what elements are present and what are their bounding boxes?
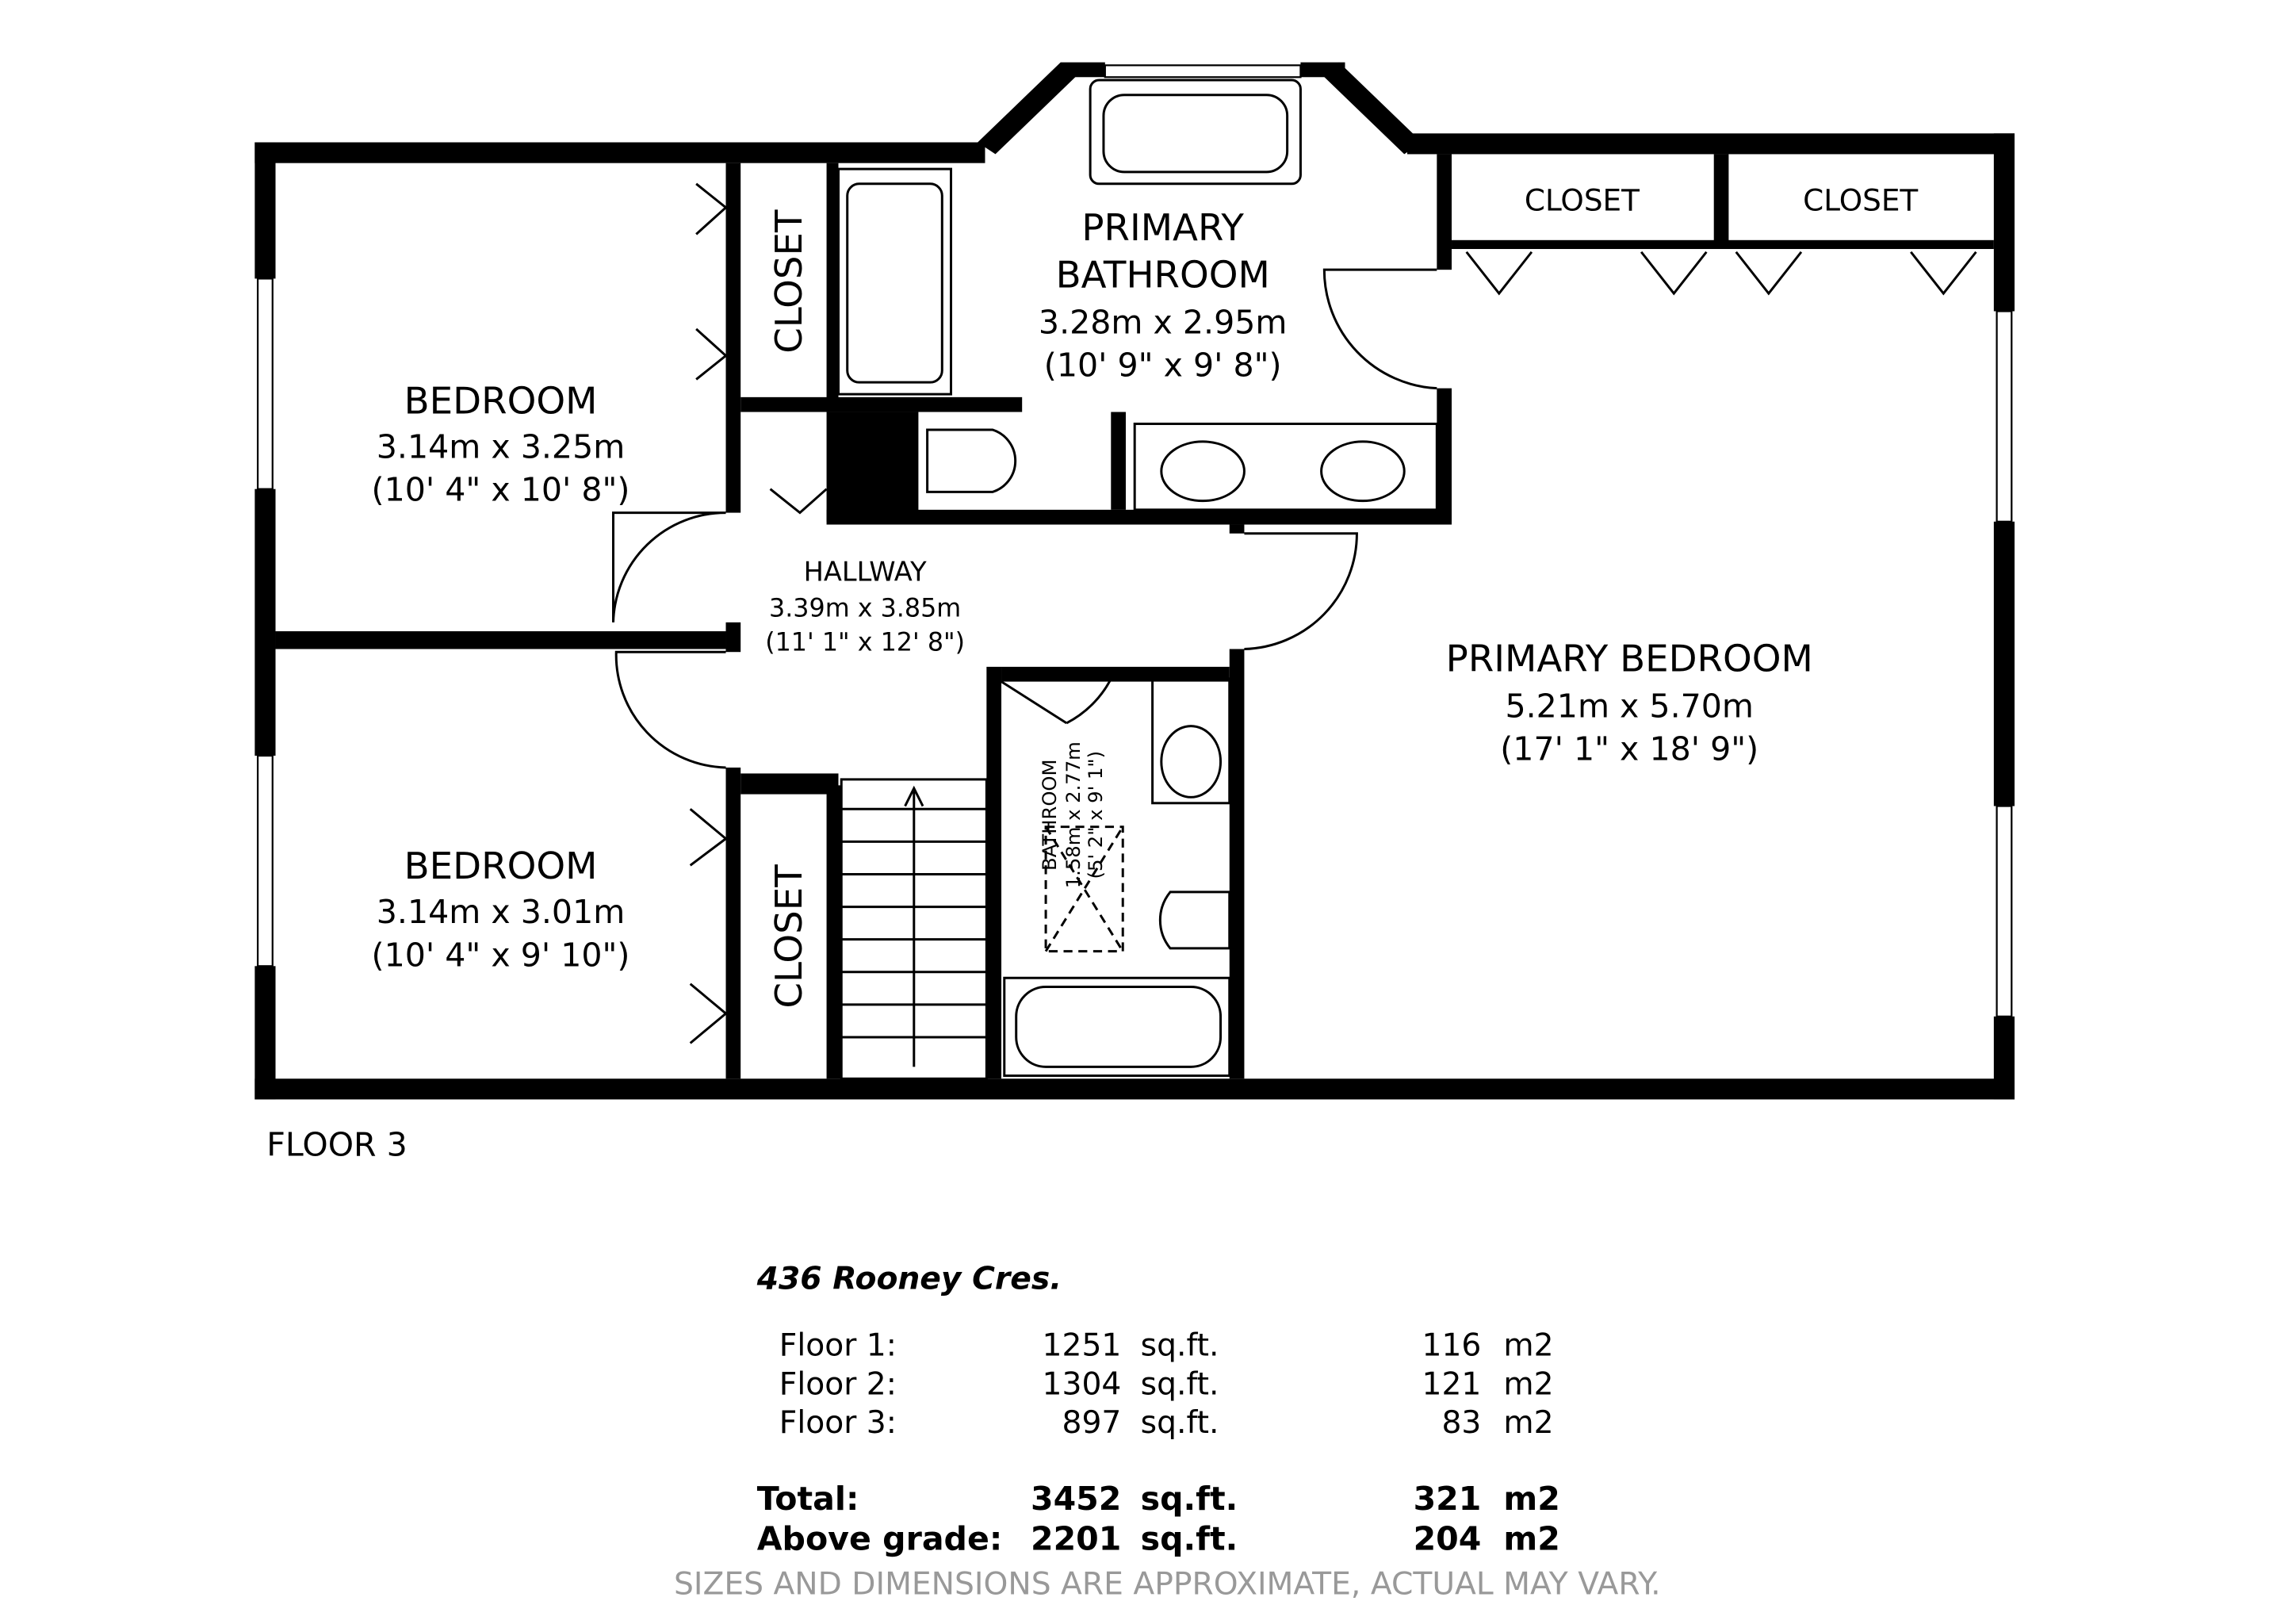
room-hallway: HALLWAY 3.39m x 3.85m (11' 1" x 12' 8") [765,557,965,657]
row-m2-unit: m2 [1503,1366,1553,1402]
summary-row: Floor 1: 1251 sq.ft. 116 m2 [779,1328,1554,1364]
room-metric: 3.14m x 3.25m [377,427,626,465]
room-imperial: (17' 1" x 18' 9") [1500,730,1758,768]
room-metric: 3.14m x 3.01m [377,893,626,931]
room-bedroom-2: BEDROOM 3.14m x 3.01m (10' 4" x 9' 10") [372,845,630,974]
summary-row: Floor 2: 1304 sq.ft. 121 m2 [779,1366,1554,1402]
room-imperial: (10' 4" x 9' 10") [372,936,630,974]
room-name-line1: PRIMARY [1081,207,1244,250]
doors [612,182,1977,1044]
row-sqft-unit: sq.ft. [1141,1405,1219,1441]
row-label: Above grade: [757,1519,1003,1557]
windows [256,64,2013,1017]
row-sqft: 897 [1062,1405,1122,1441]
room-closet-4: CLOSET [1803,182,1918,217]
row-sqft-unit: sq.ft. [1141,1328,1219,1364]
row-label: Floor 2: [779,1366,897,1402]
row-sqft: 1304 [1043,1366,1122,1402]
room-name: BATHROOM [1038,760,1061,871]
room-name: PRIMARY BEDROOM [1446,638,1813,681]
row-label: Floor 3: [779,1405,897,1441]
room-closet-1: CLOSET [768,209,811,354]
fixtures [837,79,1438,1078]
row-sqft-unit: sq.ft. [1141,1366,1219,1402]
summary-total-row: Above grade: 2201 sq.ft. 204 m2 [757,1519,1560,1557]
disclaimer: SIZES AND DIMENSIONS ARE APPROXIMATE, AC… [674,1567,1661,1603]
room-primary-bedroom: PRIMARY BEDROOM 5.21m x 5.70m (17' 1" x … [1446,638,1813,768]
row-m2: 204 [1414,1519,1482,1557]
room-name: HALLWAY [804,557,927,588]
row-label: Floor 1: [779,1328,897,1364]
row-sqft-unit: sq.ft. [1141,1480,1238,1518]
address: 436 Rooney Cres. [756,1262,1062,1297]
room-bedroom-1: BEDROOM 3.14m x 3.25m (10' 4" x 10' 8") [372,380,630,508]
room-bathroom: BATHROOM 1.58m x 2.77m (5' 2" x 9' 1") [1038,741,1107,888]
room-imperial: (10' 9" x 9' 8") [1044,347,1282,385]
row-m2: 116 [1422,1328,1482,1364]
room-closet-2: CLOSET [768,864,811,1009]
room-closet-3: CLOSET [1525,182,1640,217]
room-imperial: (10' 4" x 10' 8") [372,471,630,509]
room-name-line2: BATHROOM [1056,255,1270,297]
row-sqft: 2201 [1031,1519,1121,1557]
room-metric: 1.58m x 2.77m [1062,741,1085,888]
row-m2: 321 [1414,1480,1482,1518]
row-label: Total: [757,1480,859,1518]
walls [254,62,2015,1100]
room-metric: 3.28m x 2.95m [1039,304,1288,342]
row-m2-unit: m2 [1503,1480,1559,1518]
row-m2-unit: m2 [1503,1328,1553,1364]
floor-label: FLOOR 3 [266,1125,408,1163]
room-name: BEDROOM [404,845,598,888]
summary-total-row: Total: 3452 sq.ft. 321 m2 [757,1480,1560,1518]
area-summary: 436 Rooney Cres. Floor 1: 1251 sq.ft. 11… [674,1262,1661,1603]
row-m2-unit: m2 [1503,1405,1553,1441]
row-m2: 121 [1422,1366,1482,1402]
room-metric: 5.21m x 5.70m [1505,687,1754,725]
row-sqft: 1251 [1043,1328,1122,1364]
room-metric: 3.39m x 3.85m [769,594,961,622]
row-m2: 83 [1441,1405,1481,1441]
room-imperial: (11' 1" x 12' 8") [765,628,965,657]
row-sqft: 3452 [1031,1480,1121,1518]
room-imperial: (5' 2" x 9' 1") [1084,751,1107,879]
row-sqft-unit: sq.ft. [1141,1519,1238,1557]
row-m2-unit: m2 [1503,1519,1559,1557]
room-primary-bathroom: PRIMARY BATHROOM 3.28m x 2.95m (10' 9" x… [1039,207,1288,385]
room-name: BEDROOM [404,380,598,423]
summary-row: Floor 3: 897 sq.ft. 83 m2 [779,1405,1554,1441]
stairs[interactable] [840,778,988,1080]
